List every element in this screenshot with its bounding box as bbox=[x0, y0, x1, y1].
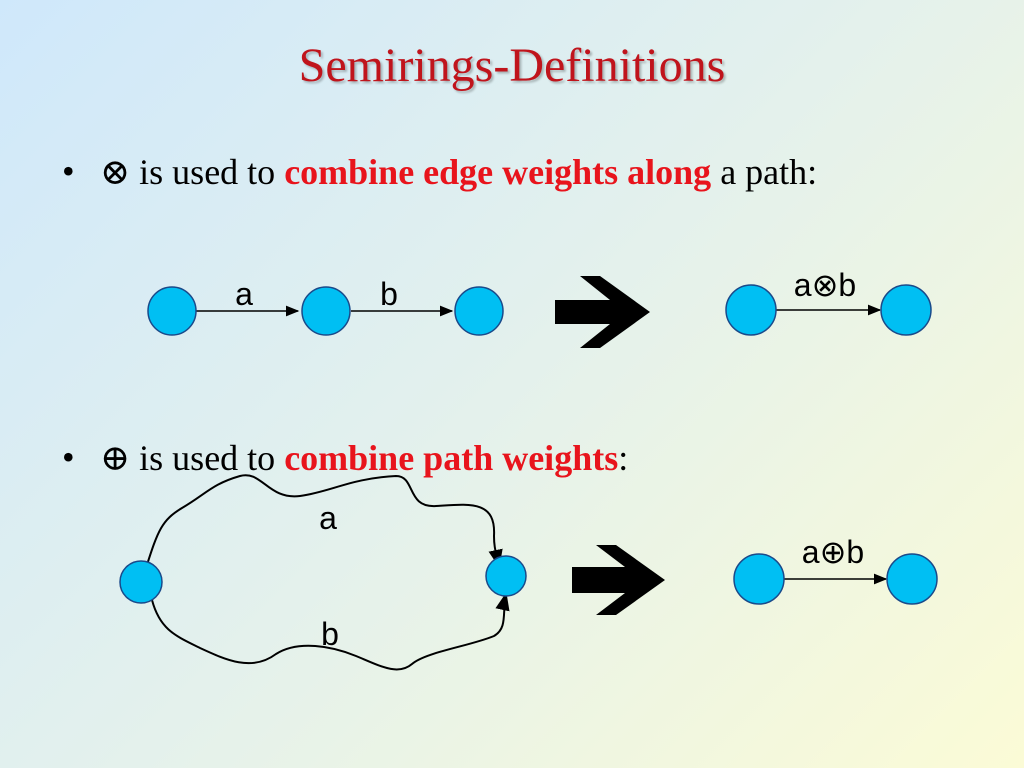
node-source bbox=[733, 553, 785, 605]
transform-arrow-icon bbox=[572, 545, 665, 615]
bullet-post-text: : bbox=[618, 438, 629, 478]
bullet-post-text: a path: bbox=[711, 152, 818, 192]
path-b-label: b bbox=[321, 616, 339, 652]
bullet-pre-text: is used to bbox=[130, 438, 285, 478]
node-1 bbox=[147, 286, 197, 336]
transform-arrow-icon bbox=[555, 276, 650, 348]
bullet-marker: • bbox=[62, 437, 75, 477]
path-a-curve bbox=[145, 474, 503, 569]
node-2 bbox=[301, 286, 351, 336]
bullet-highlight: combine edge weights along bbox=[284, 152, 712, 192]
bullet-pre-text: is used to bbox=[130, 152, 285, 192]
edge-b-label: b bbox=[380, 276, 398, 312]
result-label: a⊕b bbox=[802, 534, 864, 570]
bullet-text: ⊕ is used to combine path weights: bbox=[100, 436, 950, 480]
edge-a-label: a bbox=[235, 276, 253, 312]
path-b-curve bbox=[151, 592, 510, 671]
result-label: a⊗b bbox=[794, 267, 856, 303]
bullet-marker: • bbox=[62, 151, 75, 191]
path-a-label: a bbox=[319, 500, 337, 536]
tensor-result-diagram: a⊗b bbox=[725, 267, 932, 336]
otimes-symbol: ⊗ bbox=[100, 152, 131, 192]
node-target bbox=[886, 553, 938, 605]
bullet-text: ⊗ is used to combine edge weights along … bbox=[100, 150, 950, 194]
node-source bbox=[725, 284, 777, 336]
oplus-result-diagram: a⊕b bbox=[733, 534, 938, 605]
slide-title: Semirings-Definitions bbox=[298, 39, 726, 92]
oplus-symbol: ⊕ bbox=[100, 438, 131, 478]
node-source bbox=[119, 560, 163, 604]
bullet-highlight: combine path weights bbox=[284, 438, 619, 478]
parallel-paths-diagram: a b bbox=[119, 474, 527, 671]
node-target bbox=[485, 555, 527, 597]
path-chain-diagram: a b bbox=[147, 276, 504, 336]
node-3 bbox=[454, 286, 504, 336]
node-target bbox=[880, 284, 932, 336]
